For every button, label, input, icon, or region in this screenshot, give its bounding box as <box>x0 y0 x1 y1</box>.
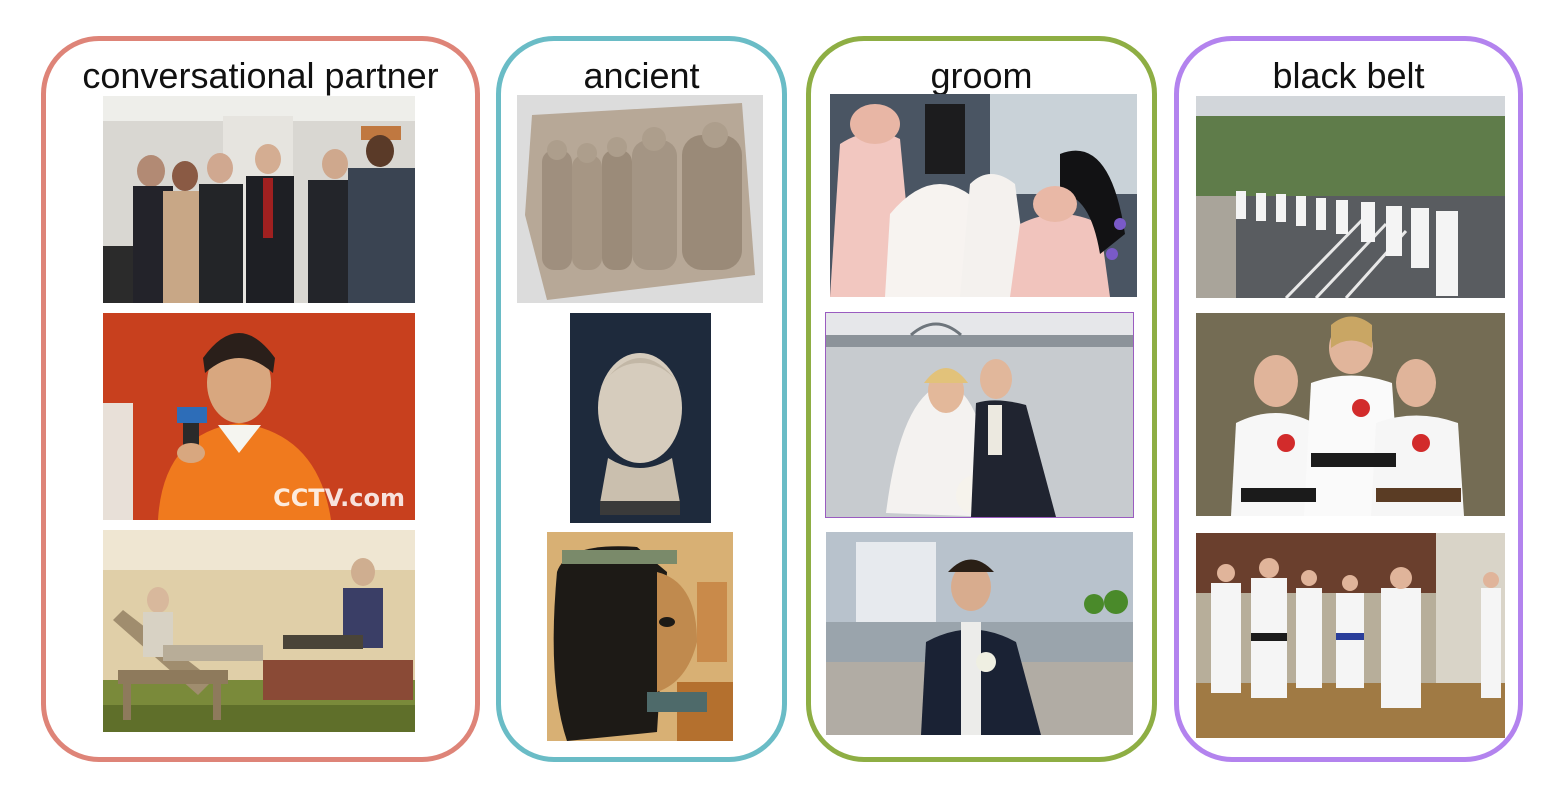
photo-bridesmaids <box>830 94 1137 297</box>
photo-men-in-suits <box>103 96 415 303</box>
cctv-watermark: CCTV.com <box>273 484 405 512</box>
photo-bride-and-groom <box>825 312 1134 518</box>
photo-kids-with-medals <box>1196 313 1505 516</box>
photo-groom-smiling <box>826 532 1133 735</box>
panel-title: black belt <box>1272 55 1425 96</box>
photo-karate-dojo <box>1196 533 1505 738</box>
photo-woman-with-microphone: CCTV.com <box>103 313 415 520</box>
photo-marble-bust <box>570 313 711 523</box>
photo-karate-outdoors <box>1196 96 1505 298</box>
panel-title: ancient <box>583 55 700 96</box>
photo-egyptian-painting <box>547 532 733 741</box>
panel-title: groom <box>930 55 1033 96</box>
panel-title: conversational partner <box>82 55 439 96</box>
photo-stone-relief <box>517 95 763 303</box>
photo-elderly-couple <box>103 530 415 732</box>
